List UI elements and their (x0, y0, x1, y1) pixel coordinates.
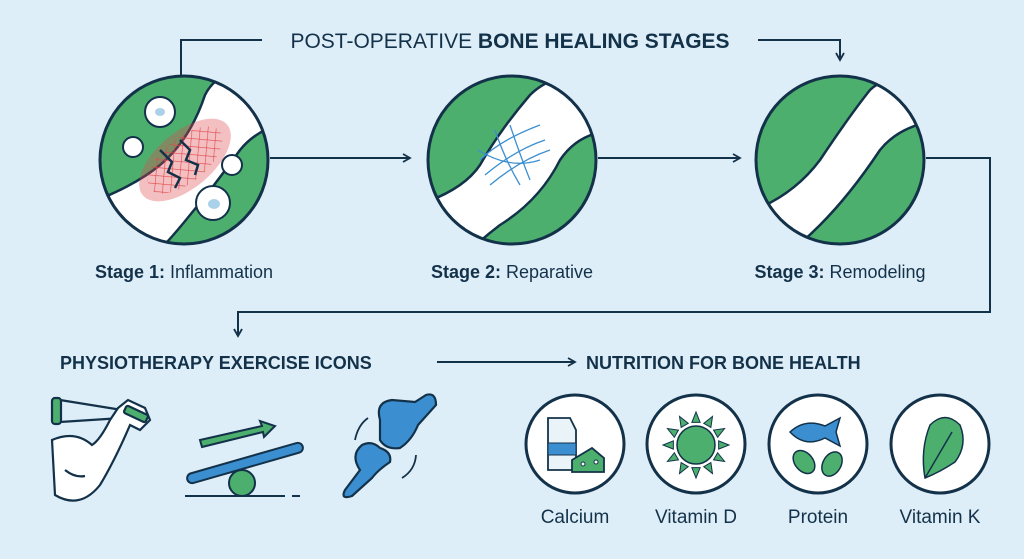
fish-beans-icon (767, 393, 869, 495)
nutrition-label-calcium: Calcium (541, 507, 610, 528)
sun-ray (678, 461, 690, 475)
title-connector (180, 39, 845, 75)
sun-ray (691, 410, 701, 423)
sun-ray (702, 461, 714, 475)
stage-1-inflammation-icon (98, 74, 270, 246)
leafy-greens-icon (889, 393, 991, 495)
sun-ray (666, 451, 680, 463)
sun-ray (718, 440, 731, 450)
sun-ray (678, 415, 690, 429)
sun-ray (666, 427, 680, 439)
stage-3-remodeling-icon (754, 74, 926, 246)
joint-mobility-icon (342, 393, 438, 499)
page-title: POST-OPERATIVE BONE HEALING STAGES (290, 30, 729, 53)
stage-2-reparative-icon (426, 74, 598, 246)
sun-ray (691, 467, 701, 480)
sun-ray (702, 415, 714, 429)
stage-2-label: Stage 2: Reparative (431, 262, 593, 282)
stage-3-label: Stage 3: Remodeling (754, 262, 925, 282)
balance-board-icon (185, 419, 304, 497)
stage-1-label: Stage 1: Inflammation (95, 262, 273, 282)
nutrition-label-vitamin-k: Vitamin K (900, 507, 981, 528)
sun-ray (712, 451, 726, 463)
physio-heading: PHYSIOTHERAPY EXERCISE ICONS (60, 353, 372, 373)
nutrition-heading: NUTRITION FOR BONE HEALTH (586, 353, 861, 373)
sun-ray (712, 427, 726, 439)
sun-ray (661, 440, 674, 450)
nutrition-label-protein: Protein (788, 507, 848, 528)
nutrition-label-vitamin-d: Vitamin D (655, 507, 737, 528)
sun-icon (645, 393, 747, 495)
resistance-band-icon (50, 396, 152, 502)
calcium-icon (524, 393, 626, 495)
connector-to-physio (233, 157, 991, 338)
